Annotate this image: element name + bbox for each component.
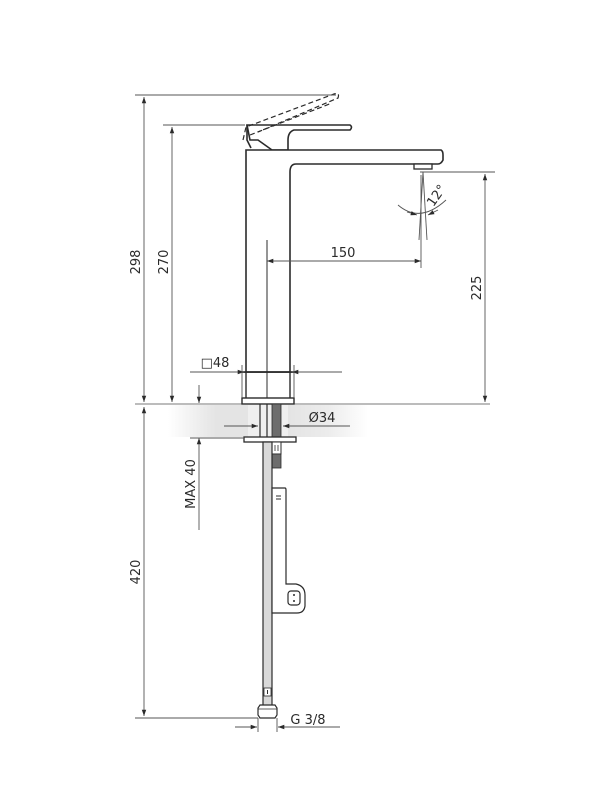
- fixing-nut: [271, 441, 282, 455]
- fixing-plate: [243, 436, 297, 443]
- hose-nut-g38: [257, 704, 278, 719]
- dim-hose-length: 420: [129, 560, 144, 585]
- hose-clip-box: [271, 487, 306, 614]
- flexible-hose: [257, 441, 278, 719]
- tap-body: [242, 92, 444, 373]
- dim-total-height-open: 298: [129, 250, 144, 275]
- dim-aerator-angle: 12°: [424, 182, 450, 209]
- dim-body-square: □48: [201, 356, 230, 371]
- mounting-shank: [243, 403, 297, 469]
- dim-total-height-closed: 270: [157, 250, 172, 275]
- dim-connection-thread: G 3/8: [290, 713, 325, 728]
- worktop-section: [168, 405, 368, 437]
- dim-spout-height: 225: [470, 276, 485, 301]
- dim-hole-diameter: Ø34: [309, 411, 336, 426]
- threaded-rod: [271, 403, 282, 438]
- dim-max-worktop: MAX 40: [184, 459, 199, 509]
- dim-spout-reach: 150: [331, 246, 356, 261]
- base-flange: [241, 397, 295, 405]
